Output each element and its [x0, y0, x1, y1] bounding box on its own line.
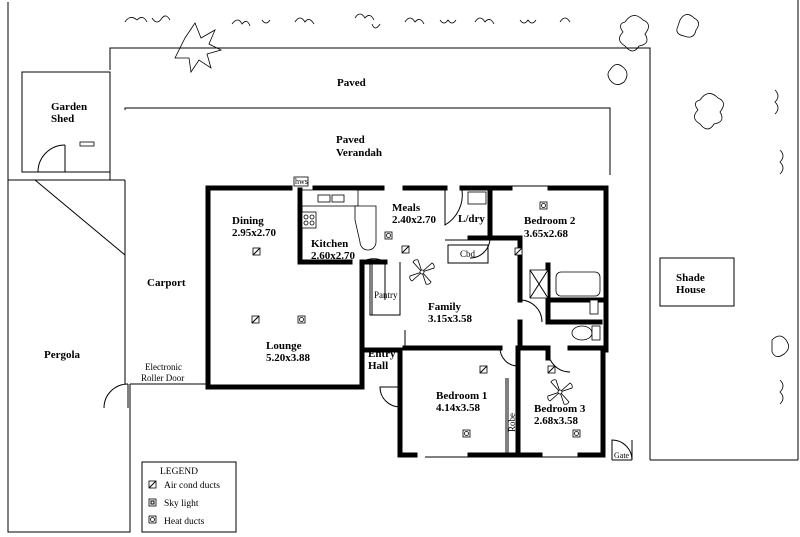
electronic-door-label-1: Electronic — [145, 362, 182, 372]
bedroom1-label: Bedroom 1 — [436, 390, 487, 402]
entry-label-2: Hall — [368, 360, 388, 372]
legend-title: LEGEND — [160, 467, 198, 477]
ceiling-fan-family — [409, 259, 435, 285]
site-boundaries — [7, 0, 799, 533]
robe-label: Robe — [507, 413, 517, 432]
ac-duct-markers — [251, 245, 556, 374]
carport-label: Carport — [147, 277, 186, 289]
bedroom3-size: 2.68x3.58 — [534, 415, 579, 427]
heat-duct-markers — [297, 201, 581, 438]
paved-verandah-label-2: Verandah — [336, 147, 382, 159]
bedroom2-label: Bedroom 2 — [524, 215, 576, 227]
entry-label-1: Entry — [368, 348, 396, 360]
legend-item-heat: Heat ducts — [164, 517, 205, 527]
paved-label: Paved — [337, 77, 366, 89]
lounge-label: Lounge — [266, 340, 302, 352]
garden-plants — [124, 13, 789, 405]
gate-label: Gate — [614, 451, 630, 460]
room-labels: Paved Paved Verandah Garden Shed Carport… — [44, 77, 705, 460]
family-size: 3.15x3.58 — [428, 313, 473, 325]
meals-label: Meals — [392, 202, 421, 214]
kitchen-size: 2.60x2.70 — [311, 250, 356, 262]
legend-item-skylight: Sky light — [164, 499, 199, 509]
shade-house-label-1: Shade — [676, 272, 705, 284]
shade-house — [659, 257, 735, 307]
legend: LEGEND Air cond ducts Sky light Heat duc… — [141, 461, 237, 533]
garden-shed — [21, 71, 111, 173]
electronic-door-label-2: Roller Door — [141, 373, 184, 383]
garden-shed-label-2: Shed — [51, 113, 74, 125]
bedroom2-size: 3.65x2.68 — [524, 228, 569, 240]
kitchen-fixtures — [293, 176, 487, 251]
meals-size: 2.40x2.70 — [392, 214, 437, 226]
pergola-label: Pergola — [44, 349, 81, 361]
cbd-label: Cbd — [460, 249, 476, 259]
dining-label: Dining — [232, 215, 264, 227]
hws-label: hws — [295, 177, 308, 186]
ceiling-fan-bedroom3 — [547, 379, 573, 405]
kitchen-label: Kitchen — [311, 238, 348, 250]
garden-shed-label-1: Garden — [51, 101, 87, 113]
family-label: Family — [428, 301, 461, 313]
dining-size: 2.95x2.70 — [232, 227, 277, 239]
pantry-label: Pantry — [374, 290, 398, 300]
lounge-size: 5.20x3.88 — [266, 352, 311, 364]
bedroom3-label: Bedroom 3 — [534, 403, 586, 415]
laundry-label: L/dry — [458, 213, 485, 225]
door-swings — [361, 188, 633, 461]
bathroom-fixtures — [529, 269, 601, 341]
shade-house-label-2: House — [676, 284, 705, 296]
legend-item-ac: Air cond ducts — [164, 481, 220, 491]
bedroom1-size: 4.14x3.58 — [436, 402, 481, 414]
paved-verandah-label-1: Paved — [336, 134, 365, 146]
pergola-door — [103, 383, 129, 409]
